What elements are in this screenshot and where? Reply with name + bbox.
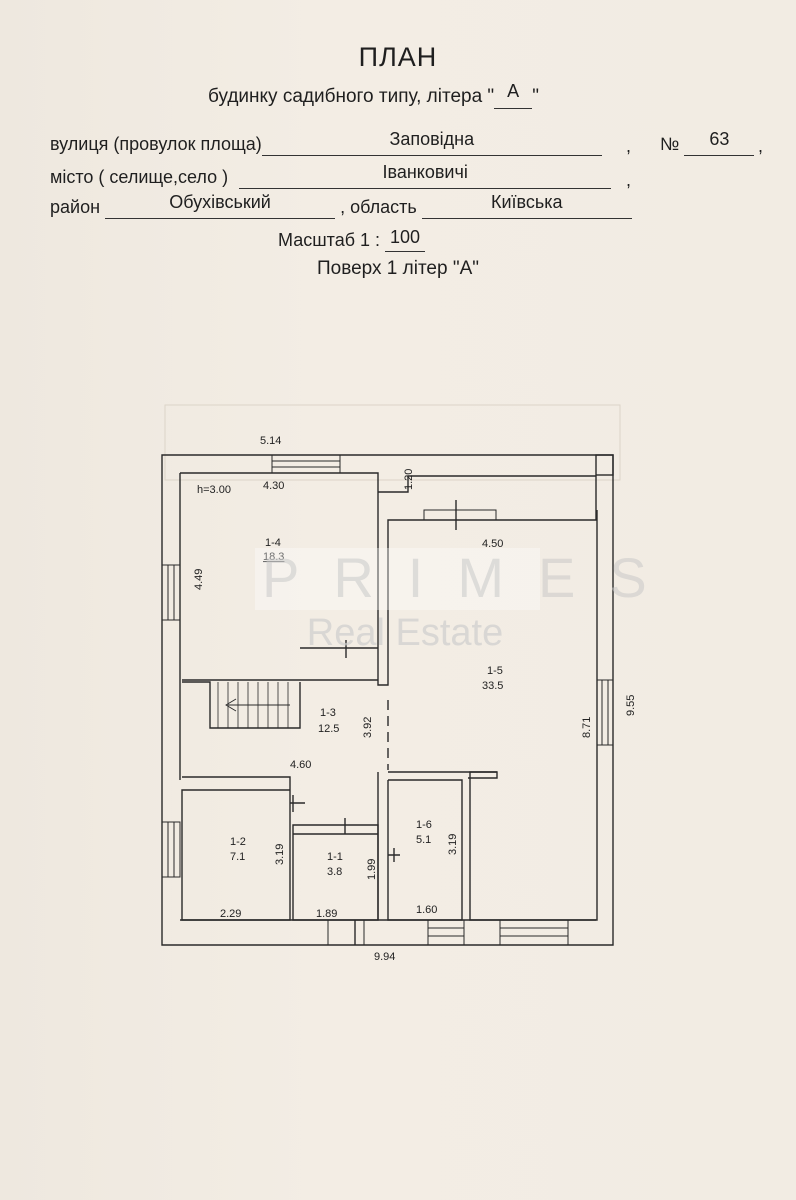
- watermark-logo: PRIMES: [262, 546, 681, 609]
- dim-189: 1.89: [316, 908, 337, 920]
- window-bottom-1: [427, 919, 465, 946]
- scale-value: 100: [390, 227, 421, 247]
- city-row: місто ( селище,село ) Іванковичі: [50, 162, 612, 189]
- city-field: Іванковичі: [239, 162, 612, 189]
- dim-outer-right: 9.55: [625, 695, 637, 716]
- window-bottom-2: [499, 919, 569, 946]
- dim-319-right: 3.19: [447, 834, 459, 855]
- outer-wall: [161, 454, 614, 946]
- window-left-upper: [161, 564, 181, 621]
- door-mark-1-2: [290, 795, 305, 812]
- region-field: Київська: [421, 192, 632, 219]
- subtitle-suffix: ": [532, 86, 539, 107]
- room-area: 3.8: [327, 866, 342, 878]
- window-mid-top: [423, 509, 497, 521]
- room-id: 1-3: [320, 707, 336, 719]
- dim-450: 4.50: [482, 538, 503, 550]
- city-label: місто ( селище,село ): [50, 167, 229, 187]
- building-subtitle: будинку садибного типу, літера " А ": [208, 81, 539, 109]
- room-area: 5.1: [416, 834, 431, 846]
- street-value: Заповідна: [389, 129, 475, 149]
- region-value: Київська: [490, 192, 563, 212]
- height-note: h=3.00: [197, 484, 231, 496]
- dim-120: 1.20: [403, 469, 415, 490]
- staircase: [182, 681, 301, 729]
- dim-160: 1.60: [416, 904, 437, 916]
- number-field: 63: [684, 129, 755, 156]
- room-id: 1-6: [416, 819, 432, 831]
- room-id: 1-2: [230, 836, 246, 848]
- window-right: [596, 679, 614, 746]
- dim-outer-top: 5.14: [260, 435, 281, 447]
- dim-229: 2.29: [220, 908, 241, 920]
- district-row: район Обухівський , область Київська: [50, 192, 632, 219]
- room-area: 33.5: [482, 680, 503, 692]
- litera-value: А: [507, 81, 520, 101]
- scale-row: Масштаб 1 : 100: [278, 227, 426, 252]
- street-comma: ,: [626, 136, 632, 156]
- dim-319-left: 3.19: [274, 844, 286, 865]
- street-field: Заповідна: [261, 129, 602, 156]
- dim-460: 4.60: [290, 759, 311, 771]
- corner-pillar: [595, 454, 614, 476]
- number-comma: ,: [758, 136, 764, 156]
- dim-430: 4.30: [263, 480, 284, 492]
- number-row: № 63: [660, 129, 755, 156]
- region-label: , область: [340, 197, 417, 217]
- number-label: №: [660, 134, 680, 154]
- litera-field: А: [494, 81, 533, 109]
- window-top: [271, 454, 341, 474]
- floor-title: Поверх 1 літер "А": [316, 258, 480, 279]
- ghost-outline: [164, 404, 621, 481]
- windows: [161, 454, 614, 946]
- street-row: вулиця (провулок площа) Заповідна: [50, 129, 602, 156]
- staircase-arrow: [225, 698, 290, 712]
- dim-outer-bottom: 9.94: [374, 951, 395, 963]
- district-field: Обухівський: [105, 192, 336, 219]
- district-value: Обухівський: [169, 192, 271, 212]
- subtitle-prefix: будинку садибного типу, літера ": [208, 86, 495, 107]
- number-value: 63: [709, 129, 730, 149]
- scale-label: Масштаб 1 :: [278, 230, 386, 250]
- district-label: район: [50, 197, 101, 217]
- watermark-subtitle: Real Estate: [306, 612, 504, 654]
- room-1-6-walls: [377, 771, 497, 921]
- city-value: Іванковичі: [382, 162, 468, 182]
- room-area: 18.3: [263, 551, 284, 563]
- city-comma: ,: [626, 170, 632, 190]
- window-left-lower: [161, 821, 181, 878]
- watermark-band: [255, 548, 540, 610]
- dim-449: 4.49: [193, 569, 205, 590]
- dim-871: 8.71: [581, 717, 593, 738]
- window-bottom-entrance: [327, 919, 365, 946]
- room-id: 1-1: [327, 851, 343, 863]
- street-label: вулиця (провулок площа): [50, 134, 262, 154]
- room-id: 1-5: [487, 665, 503, 677]
- dim-392: 3.92: [362, 717, 374, 738]
- room-id: 1-4: [265, 537, 281, 549]
- door-mark-1-6: [388, 848, 400, 862]
- dim-199: 1.99: [366, 859, 378, 880]
- room-area: 12.5: [318, 723, 339, 735]
- document-title: ПЛАН: [358, 42, 438, 72]
- room-area: 7.1: [230, 851, 245, 863]
- scale-field: 100: [385, 227, 426, 252]
